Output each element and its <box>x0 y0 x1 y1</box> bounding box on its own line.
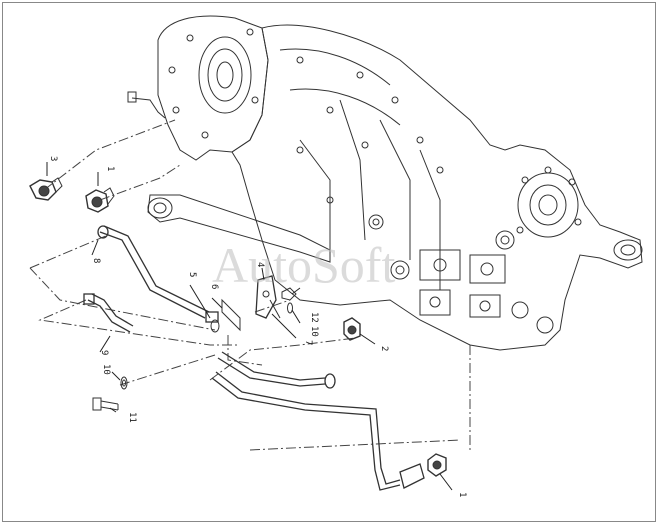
part-10-washer-right <box>287 302 293 314</box>
callout-2: 2 <box>379 346 389 351</box>
long-lower-tube <box>211 351 425 491</box>
part-2-fitting <box>343 317 361 341</box>
callout-labels: 3 1 8 9 10 11 5 6 4 12 10 7 2 1 <box>48 156 467 497</box>
part-8-tube <box>97 225 219 323</box>
part-12-nut <box>281 287 297 301</box>
part-6-clip <box>221 298 241 332</box>
callout-7: 7 <box>303 340 313 345</box>
part-1-upper-fitting <box>85 187 115 213</box>
callout-10-right: 10 <box>309 326 319 337</box>
callout-3: 3 <box>48 156 58 161</box>
callout-11: 11 <box>127 412 137 423</box>
autosoft-watermark-logo: AutoSoft <box>212 237 395 293</box>
part-7-bolt <box>269 299 281 319</box>
callout-6: 6 <box>209 284 219 289</box>
part-4-bracket <box>255 275 277 319</box>
part-3-elbow-fitting <box>29 177 63 201</box>
part-5-washer <box>210 319 220 333</box>
part-9-tube <box>83 293 134 333</box>
callout-10: 10 <box>101 364 111 375</box>
transmission-housing <box>127 15 643 351</box>
callout-5: 5 <box>187 272 197 277</box>
part-10-washer-left <box>120 376 128 390</box>
callout-8: 8 <box>91 258 101 263</box>
callout-1: 1 <box>105 166 115 171</box>
part-11-bolt <box>92 397 119 411</box>
callout-1-lower: 1 <box>457 492 467 497</box>
callout-9: 9 <box>99 350 109 355</box>
callout-leaders <box>46 162 453 491</box>
part-1-lower-fitting <box>427 453 447 477</box>
callout-12: 12 <box>309 312 319 323</box>
callout-4: 4 <box>255 262 265 267</box>
